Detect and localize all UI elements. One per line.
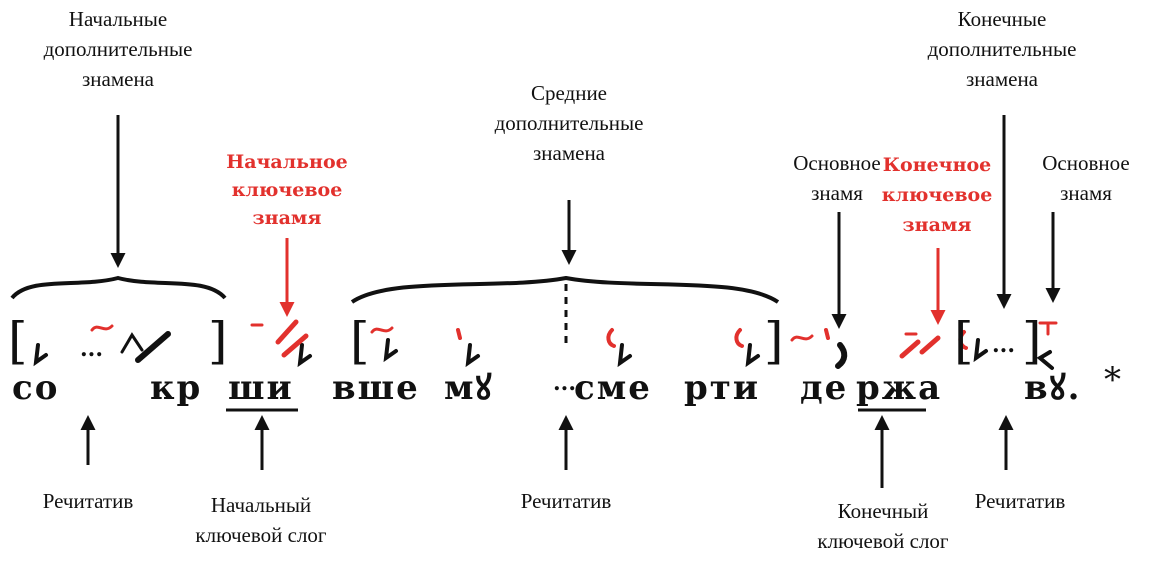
label-final-key: Конечное ключевое знамя	[881, 154, 993, 236]
label-final-additional: Конечные дополнительные знамена	[927, 7, 1077, 91]
syllable-rti: рти	[684, 368, 761, 408]
ellipsis-1: ...	[80, 336, 103, 362]
label-initial-additional: Начальные дополнительные знамена	[43, 7, 193, 91]
bracket-close-3: ]	[1022, 312, 1042, 370]
syllable-shi: ши	[228, 368, 294, 408]
label-middle-additional: Средние дополнительные знамена	[494, 81, 644, 165]
syllable-kr: кр	[150, 368, 203, 408]
label-recitative-3: Речитатив	[974, 489, 1066, 513]
bracket-close-2: ]	[764, 312, 784, 370]
syllable-vshe: вше	[332, 368, 420, 408]
neumes-black	[33, 331, 1054, 370]
middle-brace	[350, 275, 780, 304]
label-main-sign-2: Основное знамя	[1042, 151, 1130, 205]
bracket-close-1: ]	[208, 312, 228, 370]
label-initial-key-syllable: Начальный ключевой слог	[195, 493, 327, 547]
syllable-mu: мꙋ	[444, 368, 494, 408]
neumes-red	[90, 319, 1058, 359]
bracket-open-1: [	[8, 312, 28, 370]
syllable-rzha: ржа	[856, 368, 943, 408]
ellipsis-3: ...	[992, 332, 1015, 358]
syllable-de: де	[800, 368, 849, 408]
asterisk: *	[1104, 360, 1123, 400]
label-initial-key: Начальное ключевое знамя	[226, 151, 348, 229]
bracket-open-3: [	[954, 312, 974, 370]
label-recitative-1: Речитатив	[42, 489, 134, 513]
bracket-open-2: [	[350, 312, 370, 370]
syllable-so: со	[12, 368, 60, 408]
label-recitative-2: Речитатив	[520, 489, 612, 513]
label-final-key-syllable: Конечный ключевой слог	[817, 499, 949, 553]
syllable-vu: вꙋ.	[1024, 368, 1082, 408]
syllable-sme: сме	[574, 368, 652, 408]
initial-brace	[10, 275, 227, 300]
ellipsis-2: ...	[553, 370, 576, 396]
label-main-sign-1: Основное знамя	[793, 151, 881, 205]
